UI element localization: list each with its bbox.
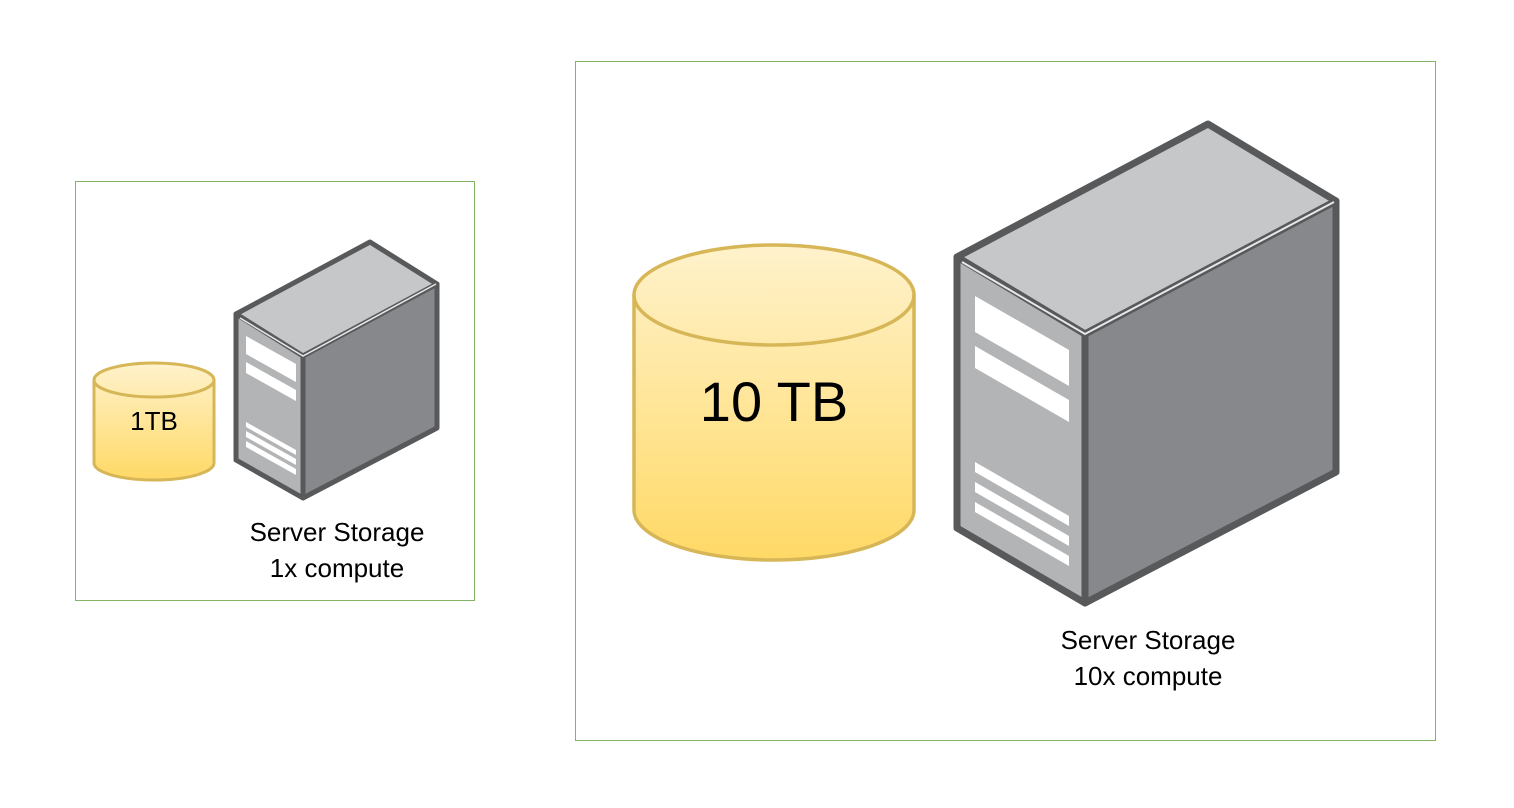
database-label: 1TB (130, 406, 178, 436)
caption-line: Server Storage (249, 517, 425, 547)
server-caption: Server Storage 1x compute (217, 514, 457, 586)
server-icon[interactable] (233, 239, 440, 501)
caption-line: 1x compute (269, 553, 405, 583)
server-caption: Server Storage 10x compute (1028, 622, 1268, 694)
caption-line: 10x compute (1073, 661, 1223, 691)
database-label: 10 TB (699, 370, 849, 433)
database-icon[interactable] (92, 361, 216, 482)
database-icon[interactable] (632, 243, 916, 562)
server-icon[interactable] (953, 120, 1340, 607)
group-box-1x[interactable] (75, 181, 475, 601)
group-box-10x[interactable] (575, 61, 1436, 741)
caption-line: Server Storage (1060, 625, 1236, 655)
